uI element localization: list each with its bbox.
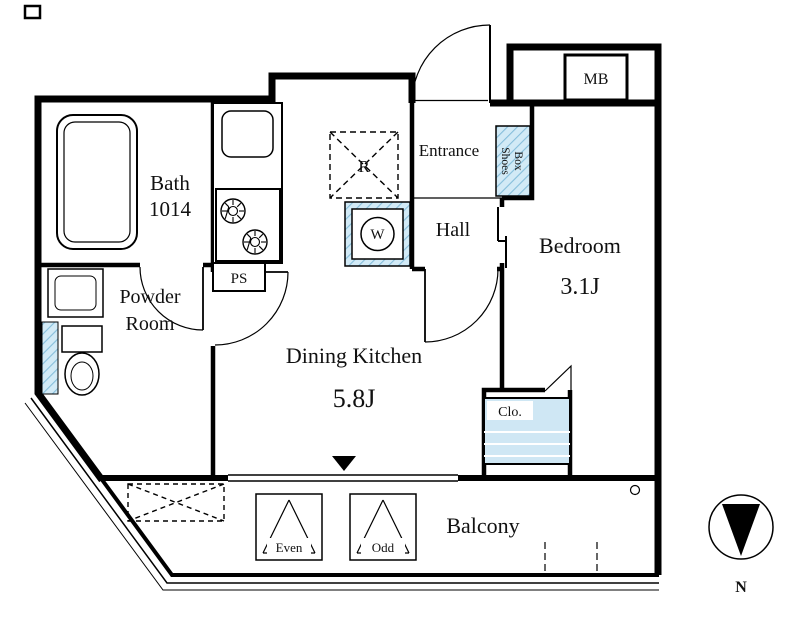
washer-space: W xyxy=(344,201,411,267)
closet-door-swing xyxy=(544,364,572,392)
toilet-bowl xyxy=(64,352,100,396)
dk-label: Dining Kitchen xyxy=(286,343,422,368)
dk-size-label: 5.8J xyxy=(333,384,376,413)
pole-even-label-bg xyxy=(267,538,311,557)
powder-room-label-1: Powder xyxy=(119,286,180,308)
dk-door xyxy=(424,268,499,343)
window-lines xyxy=(228,474,458,482)
balcony-label: Balcony xyxy=(446,513,519,538)
corner-marker xyxy=(23,4,42,20)
pole-odd-label: Odd xyxy=(372,540,395,555)
bathtub-inner xyxy=(63,121,131,243)
bedroom-sliding-door xyxy=(497,207,507,268)
entrance-door xyxy=(411,24,491,104)
shoes-box-label-1: Shoes xyxy=(499,147,511,175)
pole-even: Even xyxy=(255,493,323,561)
pipe-space-box xyxy=(212,262,266,292)
balcony: Balcony Even Odd xyxy=(127,483,641,575)
bathtub xyxy=(56,114,138,250)
vanity-basin xyxy=(54,275,97,311)
bedroom: Bedroom 3.1J Clo. xyxy=(483,233,621,465)
exterior-walls xyxy=(24,43,662,591)
bath-size-label: 1014 xyxy=(149,197,192,221)
kitchen: PS xyxy=(212,102,283,292)
kitchen-sink xyxy=(221,110,274,158)
shoes-box: Shoes Box xyxy=(495,125,531,197)
drain-icon xyxy=(629,484,641,496)
threshold-lines xyxy=(412,99,502,199)
washer-label: W xyxy=(370,227,385,243)
ps-label: PS xyxy=(231,271,248,287)
bath-label: Bath xyxy=(150,171,190,195)
bedroom-size-label: 3.1J xyxy=(560,274,599,300)
meter-box: MB xyxy=(563,53,629,102)
railing-line-1 xyxy=(30,397,659,584)
window-marker-icon xyxy=(332,456,356,471)
pole-even-label: Even xyxy=(276,540,303,555)
pole-odd: Odd xyxy=(349,493,417,561)
toilet-panel xyxy=(41,321,59,395)
north-label: N xyxy=(735,579,747,596)
entrance-hall: Entrance Hall Shoes Box xyxy=(419,125,531,241)
closet-label: Clo. xyxy=(498,405,522,420)
toilet-bowl-inner xyxy=(70,361,94,391)
balcony-storage-dashed-box xyxy=(127,483,225,522)
closet-label-bg xyxy=(487,401,533,420)
compass: N xyxy=(708,494,774,596)
entrance-label: Entrance xyxy=(419,141,479,160)
burner-icon xyxy=(220,198,246,224)
mb-label: MB xyxy=(584,71,609,88)
pole-odd-label-bg xyxy=(361,538,405,557)
doors xyxy=(139,24,572,392)
balcony-parapet xyxy=(98,475,659,577)
north-arrow-icon xyxy=(722,504,760,556)
powder-room-label-2: Room xyxy=(126,313,175,335)
washer-drum xyxy=(360,216,395,252)
burner-icon xyxy=(242,229,268,255)
toilet-tank xyxy=(61,325,103,353)
shoes-box-label-2: Box xyxy=(512,151,524,170)
refrigerator-space: R xyxy=(329,131,399,199)
dining-kitchen: Dining Kitchen 5.8J xyxy=(286,343,422,471)
railing-line-2 xyxy=(24,402,659,591)
closet: Clo. xyxy=(483,397,571,465)
balcony-partition-marks xyxy=(544,542,598,575)
bedroom-label: Bedroom xyxy=(539,233,621,258)
powder-room: Powder Room xyxy=(41,268,181,396)
hall-label: Hall xyxy=(436,219,471,241)
bath-room: Bath 1014 xyxy=(56,114,192,250)
fridge-label: R xyxy=(358,157,370,176)
bath-door xyxy=(139,266,204,331)
